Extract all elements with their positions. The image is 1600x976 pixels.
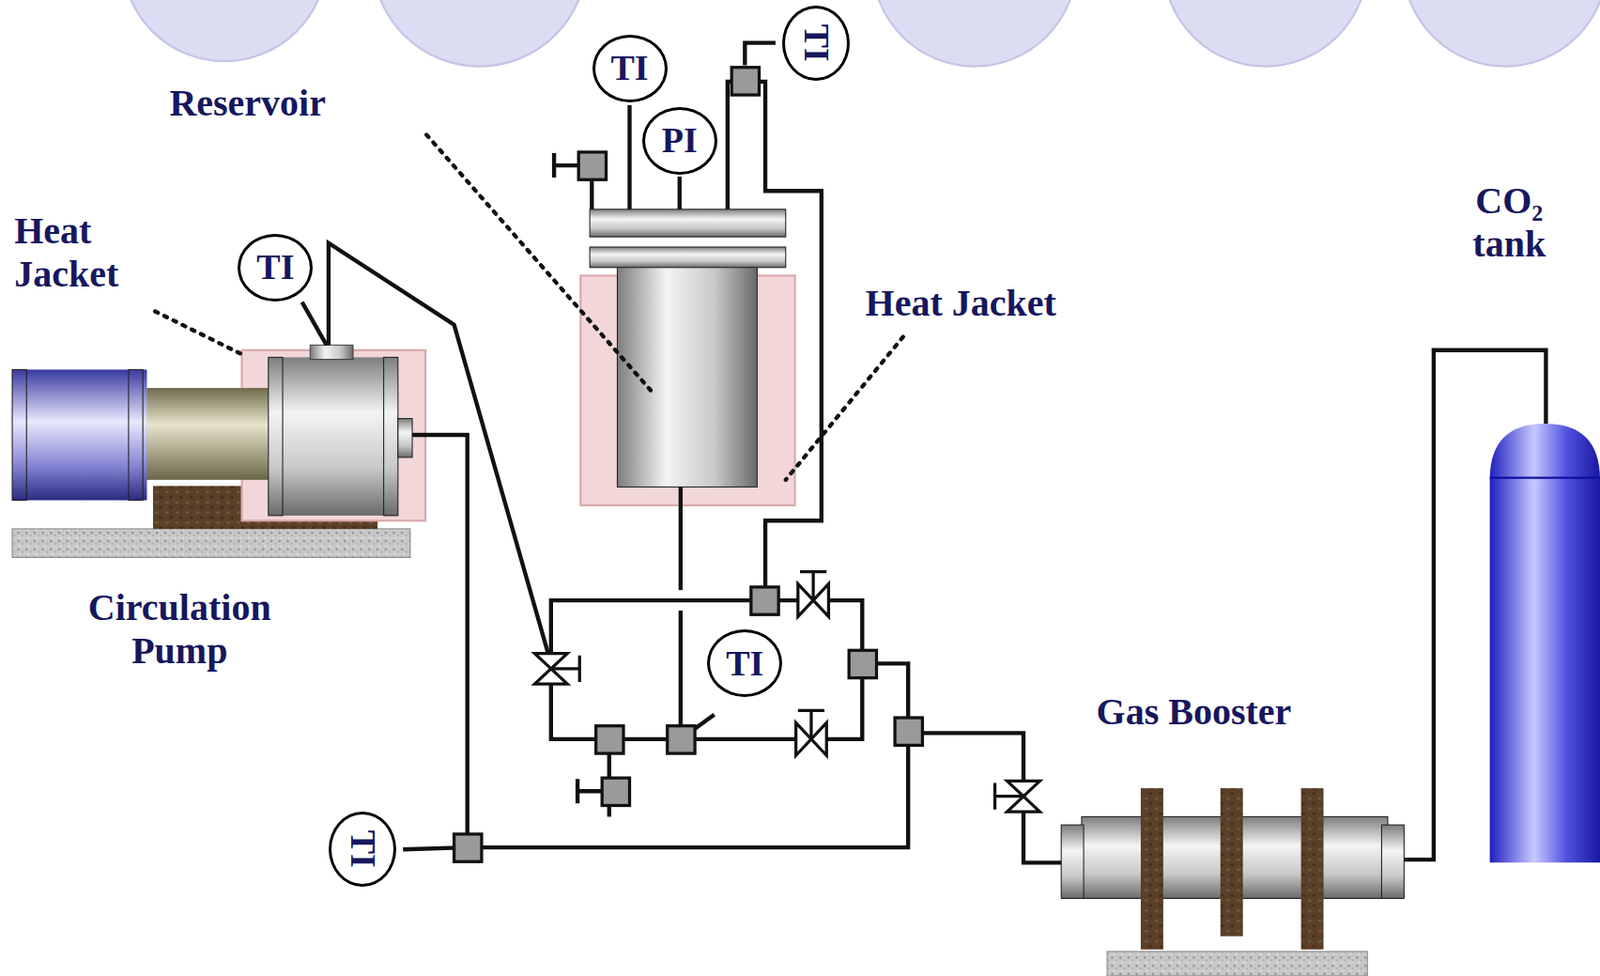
component-name: Circulation Pump: [57, 585, 303, 673]
component-name: Gas Booster: [1061, 690, 1327, 734]
component-label: Circulation Pump: [57, 585, 303, 673]
instrument-tag: PI: [661, 120, 698, 162]
part-label: Reservoir: [169, 81, 373, 125]
instrument-tag: TI: [341, 830, 384, 868]
instrument-bubble: PI: [642, 107, 718, 175]
instrument-tag: TI: [610, 47, 648, 90]
instrument-bubble: TI: [707, 629, 783, 697]
component-label: CO₂ tank: [1448, 179, 1570, 266]
instrument-tag: TI: [725, 643, 764, 685]
part-label: Heat Jacket: [14, 209, 157, 296]
part-label: Heat Jacket: [865, 281, 1122, 325]
instrument-tag: TI: [256, 246, 294, 289]
component-label: Gas Booster: [1061, 690, 1327, 734]
instrument-bubble: TI: [237, 233, 313, 302]
component-name: CO₂ tank: [1448, 179, 1570, 266]
instrument-bubble: TI: [328, 811, 397, 887]
instrument-tag: TI: [796, 24, 838, 62]
instrument-bubble: TI: [782, 5, 850, 81]
instrument-bubble: TI: [592, 34, 668, 103]
